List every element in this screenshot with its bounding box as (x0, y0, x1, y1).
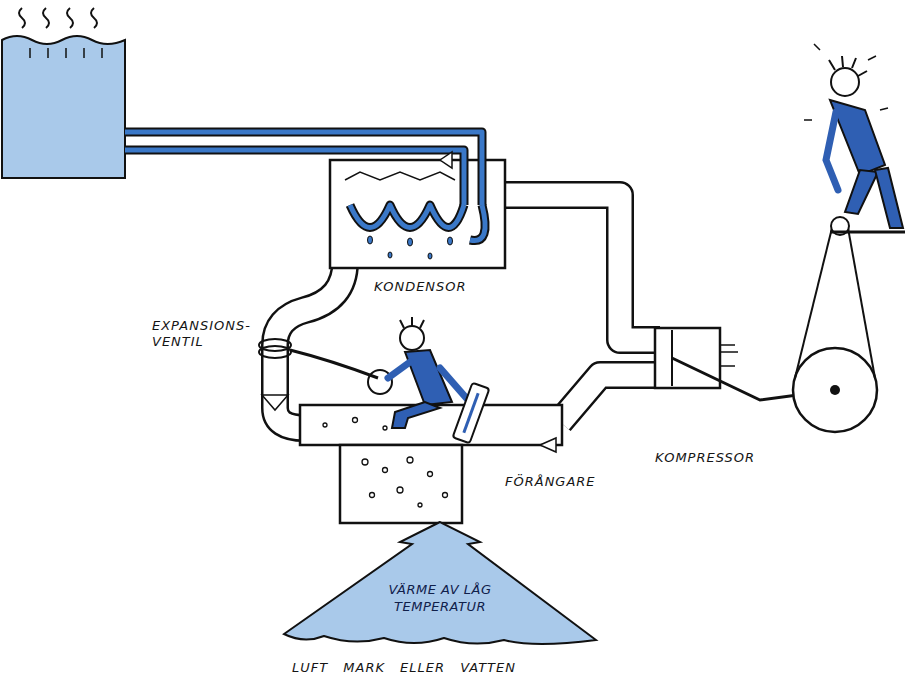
part-label: LUFT MARK ELLER VATTEN (292, 660, 516, 676)
part-label: EXPANSIONS- VENTIL (152, 318, 251, 349)
evaporator (340, 445, 462, 523)
radiator (2, 36, 125, 178)
flow-arrows (262, 152, 556, 452)
heat-squiggles (19, 8, 97, 28)
part-label: FÖRÅNGARE (505, 474, 596, 490)
node-text: VÄRME AV LÅG TEMPERATUR (362, 582, 518, 616)
pedalling-man (804, 44, 905, 232)
radiator-marks (30, 48, 102, 58)
condenser-vapour (345, 172, 455, 180)
valve-operator (388, 317, 468, 428)
rope (290, 350, 378, 378)
condensate-drops (368, 236, 453, 259)
compressor (655, 217, 877, 432)
expansion-valve (259, 339, 291, 358)
water-pipes (125, 132, 485, 241)
part-label: KONDENSOR (374, 279, 467, 295)
thermometer (453, 383, 490, 444)
bubbles (323, 418, 448, 508)
part-label: KOMPRESSOR (655, 450, 755, 466)
heat-source-shape: VÄRME AV LÅG TEMPERATUR (280, 520, 600, 648)
